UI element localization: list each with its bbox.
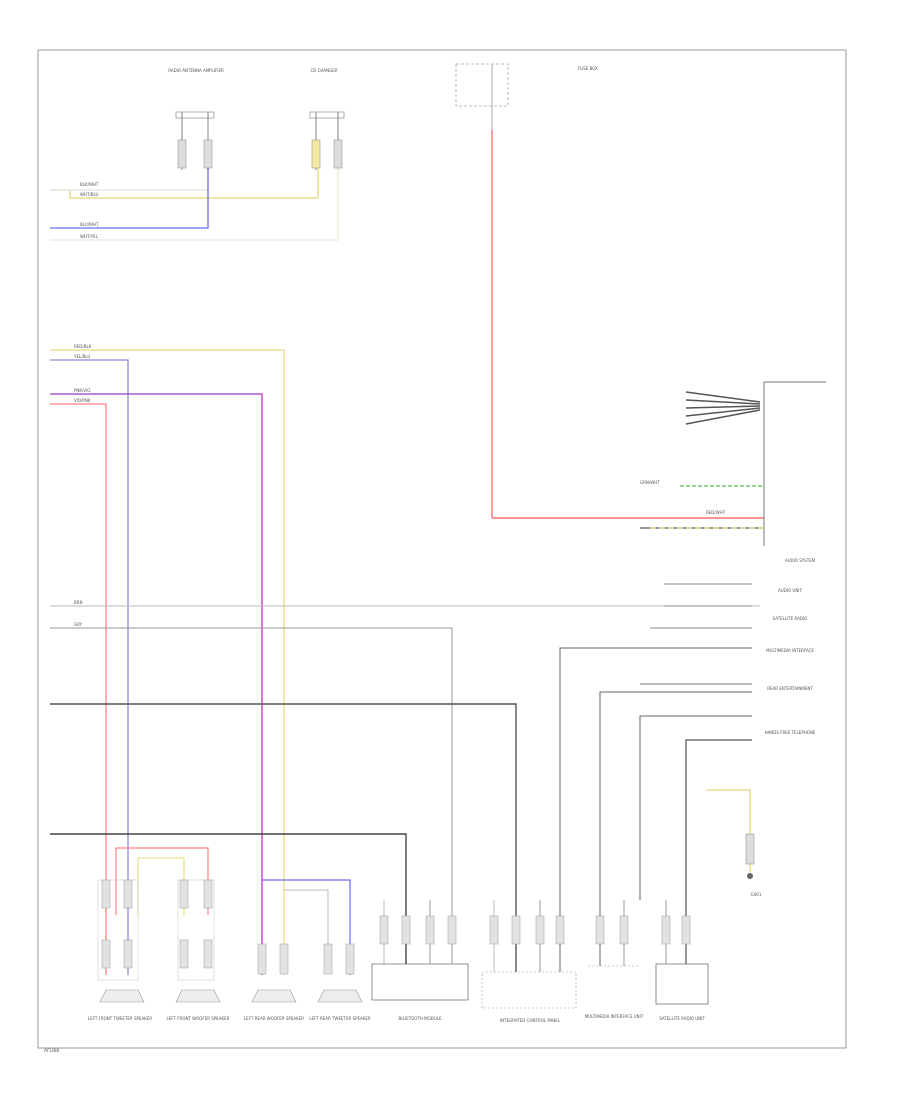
speaker-rr: LEFT REAR TWEETER SPEAKER — [309, 989, 371, 1021]
module-c-label: MULTIMEDIA INTERFACE UNIT — [585, 1014, 644, 1019]
connector-2-label: CD CHANGER — [310, 68, 337, 73]
speaker-lr-label: LEFT FRONT WOOFER SPEAKER — [167, 1016, 230, 1021]
wire-label-8: VIO/PNK — [74, 398, 91, 403]
footer-code: AY1488 — [44, 1048, 60, 1053]
wire-label-7: PNK/VIO — [74, 388, 90, 393]
wire-label-2: WHT/BLU — [80, 192, 99, 197]
module-d-label: SATELLITE RADIO UNIT — [659, 1016, 705, 1021]
speaker-wires: RED/BLK YEL/BLU PNK/VIO VIO/PNK — [50, 344, 285, 975]
note-1: AUDIO UNIT — [778, 588, 802, 593]
audio-unit-label: AUDIO SYSTEM — [785, 558, 816, 563]
ground: G401 — [706, 789, 762, 897]
wire-label-4: WHT/YEL — [80, 234, 99, 239]
wire-label-9: BRN — [74, 600, 83, 605]
fuse-box: FUSE BOX — [455, 63, 764, 519]
speaker-lf-label: LEFT FRONT TWEETER SPEAKER — [88, 1016, 152, 1021]
right-branch-wires: AUDIO UNIT SATELLITE RADIO MULTIMEDIA IN… — [559, 583, 816, 900]
fuse-box-label: FUSE BOX — [578, 66, 598, 71]
speaker-lf: LEFT FRONT TWEETER SPEAKER — [88, 879, 152, 1021]
ground-label: G401 — [751, 892, 762, 897]
top-connector-2: CD CHANGER — [309, 68, 345, 170]
wire-label-5: RED/BLK — [74, 344, 92, 349]
note-5: HANDS FREE TELEPHONE — [765, 730, 816, 735]
wire-label-3: BLU/WHT — [80, 222, 99, 227]
module-c: MULTIMEDIA INTERFACE UNIT — [585, 900, 644, 1019]
connector-1-label: RADIO ANTENNA AMPLIFIER — [168, 68, 224, 73]
note-3: MULTIMEDIA INTERFACE — [766, 648, 814, 653]
module-a-label: BLUETOOTH MODULE — [398, 1016, 442, 1021]
wire-label-6: YEL/BLU — [73, 354, 90, 359]
speaker-rf: LEFT REAR WOOFER SPEAKER — [244, 989, 304, 1021]
wire-label-1: BLK/WHT — [80, 182, 99, 187]
audio-unit: AUDIO SYSTEM GRN/WHT RED/WHT — [640, 381, 826, 563]
diagram-border — [37, 49, 847, 1049]
note-4: REAR ENTERTAINMENT — [767, 686, 813, 691]
top-wires: BLK/WHT WHT/BLU BLU/WHT WHT/YEL — [50, 168, 339, 241]
speaker-bottom-links — [115, 847, 351, 975]
speaker-lr: LEFT FRONT WOOFER SPEAKER — [167, 879, 230, 1021]
module-b-label: INTEGRATED CONTROL PANEL — [500, 1018, 561, 1023]
wire-label-12: RED/WHT — [706, 510, 726, 515]
note-2: SATELLITE RADIO — [773, 616, 808, 621]
bus-lines: BRN GRY — [50, 600, 760, 900]
wire-label-11: GRN/WHT — [640, 480, 660, 485]
top-connector-1: RADIO ANTENNA AMPLIFIER — [168, 68, 224, 170]
wire-label-10: GRY — [74, 622, 83, 627]
speaker-rf-label: LEFT REAR WOOFER SPEAKER — [244, 1016, 304, 1021]
speaker-rr-label: LEFT REAR TWEETER SPEAKER — [309, 1016, 371, 1021]
bottom-plugs — [101, 879, 691, 975]
